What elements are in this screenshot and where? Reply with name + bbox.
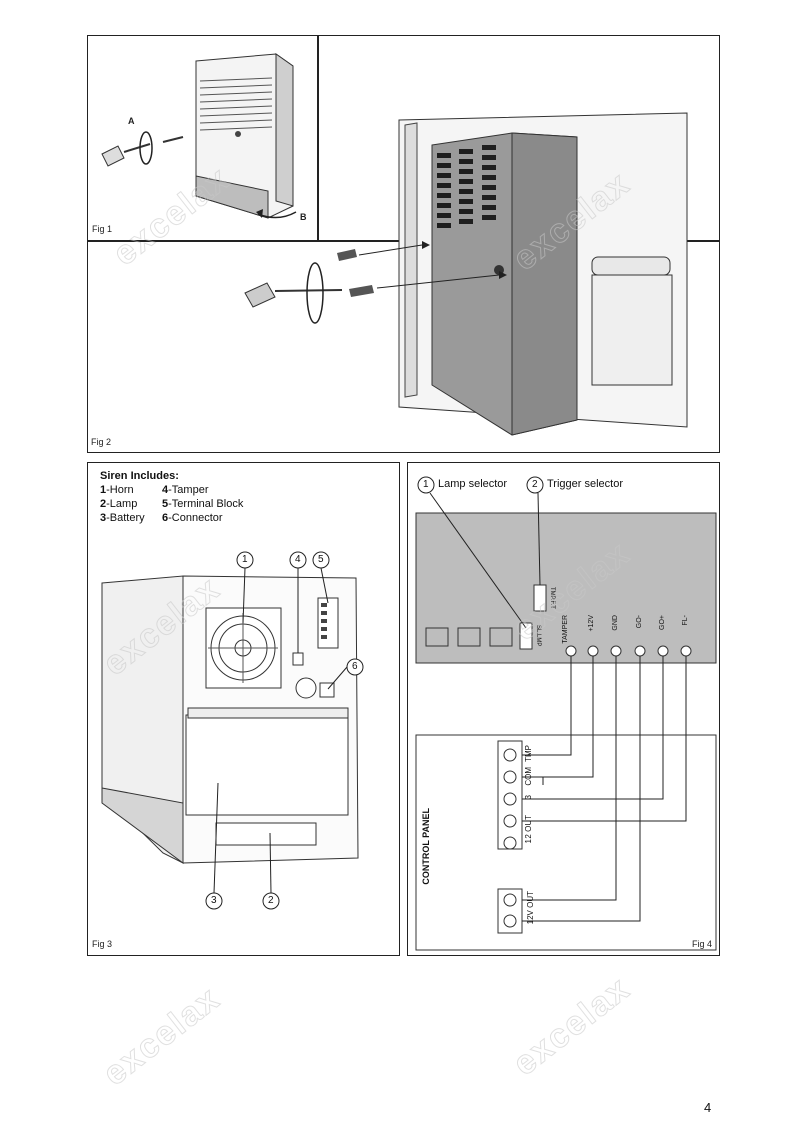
fig3-drawing bbox=[101, 551, 364, 910]
callout-3: 3 bbox=[211, 895, 217, 906]
panel-terminal-tmp: TMP bbox=[524, 745, 533, 762]
terminal-label-go-plus: GO+ bbox=[659, 615, 666, 630]
lamp-selector-num: 1 bbox=[423, 479, 429, 490]
panel-terminal-2-out: 2 OUT bbox=[524, 815, 533, 839]
legend-item-lamp: 2-Lamp bbox=[100, 498, 138, 510]
trigger-selector-label: Trigger selector bbox=[547, 478, 624, 490]
fig4-panel: 1 Lamp selector 2 Trigger selector TMP.F… bbox=[407, 462, 720, 956]
siren-includes-title: Siren Includes: bbox=[100, 470, 179, 482]
callout-b: B bbox=[300, 212, 307, 222]
jumper-lamp-label: SL.LMP bbox=[535, 625, 541, 647]
fig1-label: Fig 1 bbox=[92, 224, 113, 234]
fig1-drawing bbox=[101, 53, 297, 219]
callout-5: 5 bbox=[318, 554, 324, 565]
terminal-labels: TAMPER +12V GND GO- GO+ FL- bbox=[560, 615, 700, 645]
watermark: excelax bbox=[95, 978, 228, 1094]
terminal-label-fl-minus: FL- bbox=[682, 615, 689, 626]
panel-terminal-com: COM bbox=[524, 767, 533, 786]
legend-item-tamper: 4-Tamper bbox=[162, 484, 209, 496]
panel-terminal-labels: TMP COM 3 2 OUT 1 bbox=[524, 745, 538, 850]
panel-terminal-12v-out: 12V OUT bbox=[526, 891, 535, 925]
jumper-tmp-label: TMP.F.T bbox=[549, 587, 555, 609]
legend-item-connector: 6-Connector bbox=[162, 512, 223, 524]
fig4-drawing bbox=[415, 476, 717, 951]
control-panel-title: CONTROL PANEL bbox=[421, 808, 431, 885]
fig1-panel: A B Fig 1 bbox=[87, 35, 318, 241]
terminal-label-go-minus: GO- bbox=[636, 615, 643, 629]
fig4-label: Fig 4 bbox=[692, 939, 713, 949]
fig3-label: Fig 3 bbox=[92, 939, 113, 949]
terminal-label-gnd: GND bbox=[612, 615, 619, 631]
legend-item-horn: 1-Horn bbox=[100, 484, 134, 496]
legend-item-battery: 3-Battery bbox=[100, 512, 145, 524]
trigger-selector-num: 2 bbox=[532, 479, 538, 490]
page-number: 4 bbox=[704, 1100, 712, 1115]
terminal-label-12v: +12V bbox=[588, 615, 595, 632]
siren-includes-legend: Siren Includes: 1-Horn 4-Tamper 2-Lamp 5… bbox=[100, 469, 282, 525]
panel-terminal-3: 3 bbox=[524, 795, 533, 800]
panel-terminal-1: 1 bbox=[524, 839, 533, 844]
watermark: excelax bbox=[505, 968, 638, 1084]
callout-4: 4 bbox=[295, 554, 301, 565]
legend-item-terminal-block: 5-Terminal Block bbox=[162, 498, 244, 510]
callout-2: 2 bbox=[268, 895, 274, 906]
callout-1: 1 bbox=[242, 554, 248, 565]
lamp-selector-label: Lamp selector bbox=[438, 478, 508, 490]
fig3-panel: Siren Includes: 1-Horn 4-Tamper 2-Lamp 5… bbox=[87, 462, 400, 956]
fig2-label: Fig 2 bbox=[91, 437, 112, 447]
callout-a: A bbox=[128, 116, 135, 126]
fig2-drawing bbox=[244, 112, 688, 436]
callout-6: 6 bbox=[352, 661, 358, 672]
